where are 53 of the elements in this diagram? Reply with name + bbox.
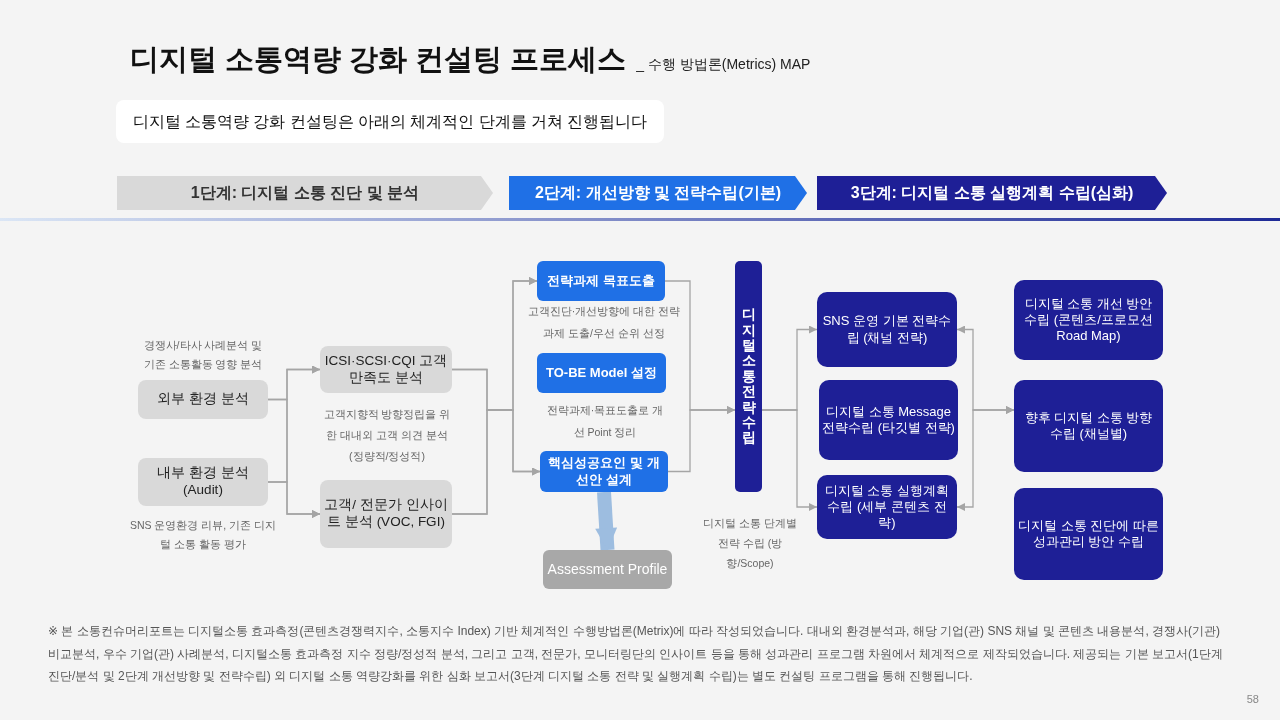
box-label: 핵심성공요인 및 개선안 설계 <box>547 455 661 488</box>
process-box <box>1014 488 1163 580</box>
connector-arrow <box>956 406 1015 511</box>
process-box <box>817 475 957 539</box>
process-box <box>1014 380 1163 472</box>
footnote: ※ 본 소통컨슈머리포트는 디지털소통 효과측정(콘텐츠경쟁력지수, 소통지수 Index) 기반 체계적인 수행방법론(Metrix)에 따라 작성되었습니다. 대내외 환경분석과, 해당 기업(관) SNS 채널 및 콘텐츠 내용분석, 경쟁사(기관) 비교분석, 우수 기업(관) 사례분석, 디지털소통 효과측정 지수 정량/정성적 분석, 그리고 고객, 전문가, 모니터링단의 인사이트 등을 통해 성과관리 프로그램 차원에서 체계적으로 제작되었습니다. 제공되는 기본 보고서(1단계 진단/분석 및 2단계 개선방향 및 전략수립) 외 디지털 소통 역량강화를 위한 심화 보고서(3단계 디지털 소통 전략 및 실행계획 수립)는 별도 컨설팅 프로그램을 통해 진행됩니다. <box>48 623 1223 685</box>
phase-banner <box>117 176 493 210</box>
phase-label: 1단계: 디지털 소통 진단 및 분석 <box>190 183 420 203</box>
phase-label: 2단계: 개선방향 및 전략수립(기본) <box>534 183 782 203</box>
box-label: 디지털 소통 개선 방안 수립 (콘텐츠/프로모션 Road Map) <box>1023 295 1154 345</box>
process-box <box>537 353 666 393</box>
box-label: 전략과제 목표도출 <box>547 272 655 290</box>
box-label: Assessment Profile <box>547 560 668 579</box>
box-label: 내부 환경 분석 (Audit) <box>156 465 250 499</box>
phase-banner <box>509 176 807 210</box>
box-label: TO-BE Model 설정 <box>546 364 657 382</box>
box-label: 향후 디지털 소통 방향 수립 (채널별) <box>1023 409 1154 443</box>
process-box <box>817 292 957 367</box>
node-note: 경쟁사/타사 사례분석 및 기존 소통활동 영향 분석 <box>142 338 264 372</box>
process-box <box>320 480 452 548</box>
connector-arrow <box>761 409 818 511</box>
step-description: 전략과제·목표도출로 개선 Point 정리 <box>545 403 665 440</box>
subtitle: _ 수행 방법론(Metrics) MAP <box>636 56 811 74</box>
box-label: 디지털 소통 Message 전략수립 (타깃별 전략) <box>822 403 955 437</box>
output-box <box>543 550 672 589</box>
phase-banner <box>817 176 1167 210</box>
connector-arrow <box>267 481 321 518</box>
strategy-bar <box>735 261 762 492</box>
process-box <box>138 458 268 506</box>
step-description: 고객진단·개선방향에 대한 전략과제 도출/우선 순위 선정 <box>527 304 681 341</box>
box-label: 디지털 소통 진단에 따른 성과관리 방안 수립 <box>1017 517 1160 551</box>
box-label: 디지털 소통 전략수립 <box>741 307 756 446</box>
box-label: 디지털 소통 실행계획 수립 (세부 콘텐츠 전략) <box>823 482 951 532</box>
connector-arrow <box>451 409 541 515</box>
page-number: 58 <box>1245 692 1259 706</box>
process-box <box>138 380 268 419</box>
process-box <box>540 451 668 492</box>
block-arrow <box>595 491 618 551</box>
box-label: 디지털 소통역량 강화 컨설팅은 아래의 체계적인 단계를 거쳐 진행됩니다 <box>132 111 648 132</box>
box-label: ICSI·SCSI·CQI 고객만족도 분석 <box>323 352 449 387</box>
process-box <box>1014 280 1163 360</box>
box-label: SNS 운영 기본 전략수립 (채널 전략) <box>821 313 953 346</box>
step-description: 고객지향적 방향정립을 위한 대내외 고객 의견 분석 (정량적/정성적) <box>322 407 452 464</box>
connector-arrow <box>667 406 736 473</box>
step-description: 디지털 소통 단계별 전략 수립 (방향/Scope) <box>702 516 798 571</box>
process-box <box>320 346 452 393</box>
title: 디지털 소통역량 강화 컨설팅 프로세스 <box>130 42 627 77</box>
phase-label: 3단계: 디지털 소통 실행계획 수립(심화) <box>850 183 1134 203</box>
node-note: SNS 운영환경 리뷰, 기존 디지털 소통 활동 평가 <box>128 518 278 552</box>
process-box <box>537 261 665 301</box>
process-box <box>819 380 958 460</box>
box-label: 외부 환경 분석 <box>157 391 249 408</box>
box-label: 고객/ 전문가 인사이트 분석 (VOC, FGI) <box>323 497 449 531</box>
